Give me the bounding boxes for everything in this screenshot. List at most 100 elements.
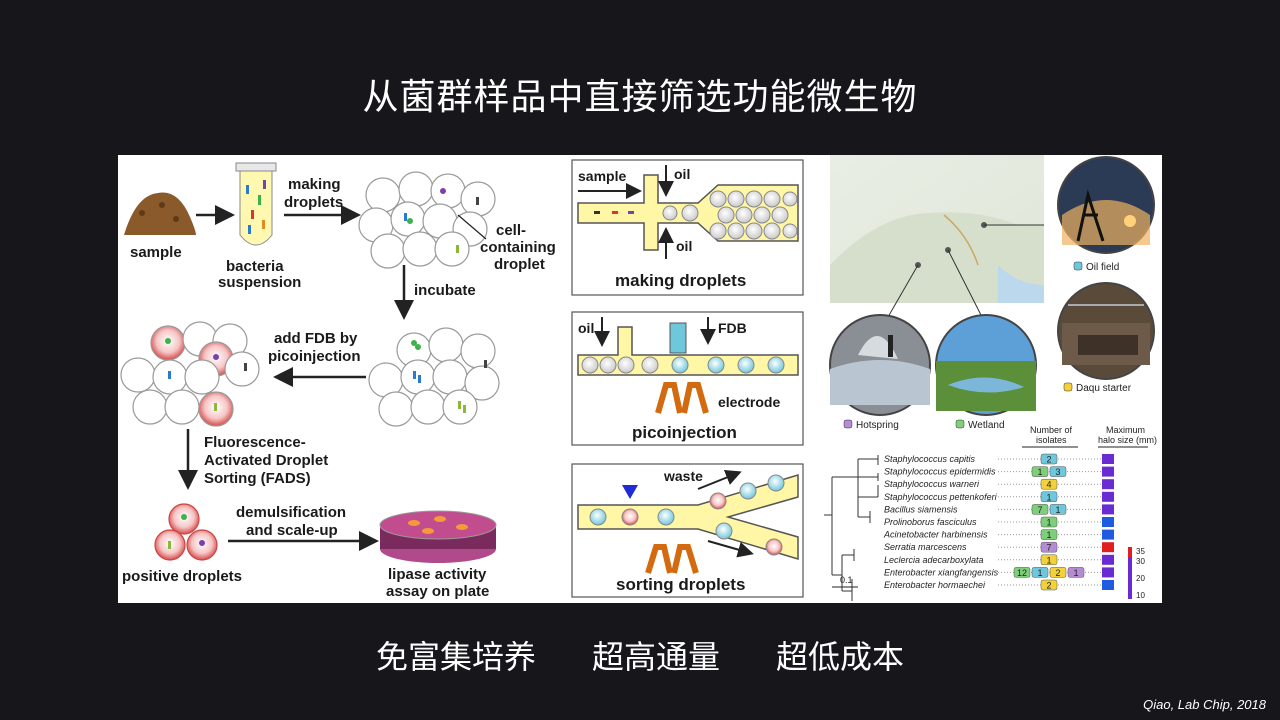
halo-size-box	[1102, 554, 1114, 565]
isolate-count: 1	[1055, 505, 1060, 515]
label-containing: containing	[480, 239, 556, 256]
isolate-count: 1	[1046, 518, 1051, 528]
halo-size-box	[1102, 491, 1114, 502]
daqu-starter-photo	[1057, 282, 1155, 380]
p1-oil-top: oil	[674, 166, 690, 182]
isolate-count: 1	[1037, 568, 1042, 578]
isolate-count-box	[1040, 579, 1058, 591]
label-sample: sample	[130, 244, 182, 261]
citation: Qiao, Lab Chip, 2018	[1143, 697, 1266, 712]
keyword-2: 超高通量	[591, 638, 720, 676]
isolate-count-box	[1040, 554, 1058, 566]
label-lipase: lipase activity	[388, 566, 487, 583]
species-name: Serratia marcescens	[884, 542, 967, 552]
isolate-count-box	[1040, 516, 1058, 528]
isolate-count: 1	[1037, 467, 1042, 477]
positive-droplets	[154, 503, 218, 561]
label-add-fdb: add FDB by	[274, 330, 358, 347]
isolate-count-box	[1040, 541, 1058, 553]
p2-fdb: FDB	[718, 320, 747, 336]
halo-size-box	[1102, 567, 1114, 578]
isolate-count: 12	[1017, 568, 1027, 578]
isolate-count-box	[1013, 567, 1031, 578]
droplet-cluster-1	[358, 171, 496, 269]
p3-waste: waste	[663, 468, 703, 484]
petri-plate-icon	[379, 510, 497, 563]
label-demulsification: demulsification	[236, 504, 346, 521]
p1-caption: making droplets	[615, 271, 746, 290]
species-name: Prolinoborus fasciculus	[884, 517, 977, 527]
label-picoinjection: picoinjection	[268, 348, 361, 365]
species-name: Staphylococcus epidermidis	[884, 467, 996, 477]
halo-size-box	[1102, 454, 1114, 464]
microfluidic-panels: sample oil oil making droplets oil FDB e…	[571, 159, 804, 598]
col-halo-1: Maximum	[1106, 425, 1145, 435]
label-daqu: Daqu starter	[1076, 383, 1132, 394]
species-name: Staphylococcus capitis	[884, 454, 976, 464]
label-fluorescence: Fluorescence-	[204, 434, 306, 451]
species-name: Bacillus siamensis	[884, 504, 958, 514]
halo-size-box	[1102, 542, 1114, 553]
label-cell: cell-	[496, 222, 526, 239]
p2-caption: picoinjection	[632, 423, 737, 442]
label-droplets: droplets	[284, 194, 343, 211]
label-positive: positive droplets	[122, 568, 242, 585]
keyword-3: 超低成本	[776, 638, 905, 676]
isolate-count-box	[1031, 567, 1049, 578]
label-bacteria: bacteria	[226, 258, 284, 275]
soil-sample-icon	[124, 192, 196, 235]
halo-size-box	[1102, 517, 1114, 527]
species-name: Leclercia adecarboxylata	[884, 555, 984, 565]
halo-size-box	[1102, 479, 1114, 490]
isolate-count: 3	[1055, 467, 1060, 477]
col-halo-2: halo size (mm)	[1098, 435, 1157, 445]
isolate-count-box	[1049, 504, 1067, 515]
isolate-count: 4	[1046, 480, 1051, 490]
sampling-map: Oil field Daqu starter Hotspring Wetland	[829, 155, 1155, 431]
label-oil-field: Oil field	[1086, 262, 1119, 273]
phylogenetic-tree: Number of isolates Maximum halo size (mm…	[824, 425, 1157, 601]
isolate-count-box	[1049, 567, 1067, 578]
label-droplet: droplet	[494, 256, 545, 273]
legend-tick-30: 30	[1136, 557, 1145, 566]
p1-oil-bottom: oil	[676, 238, 692, 254]
label-suspension: suspension	[218, 274, 301, 291]
isolate-count: 2	[1046, 581, 1051, 591]
p2-oil: oil	[578, 320, 594, 336]
workflow-diagram: sample bacteria suspension making drople…	[120, 162, 556, 600]
halo-size-box	[1102, 529, 1114, 540]
species-name: Enterobacter xiangfangensis	[884, 567, 999, 577]
isolate-count-box	[1040, 453, 1058, 465]
p3-caption: sorting droplets	[616, 575, 745, 594]
legend-tick-20: 20	[1136, 574, 1145, 583]
isolate-count-box	[1031, 504, 1049, 515]
halo-size-box	[1102, 580, 1114, 590]
species-name: Acinetobacter harbinensis	[883, 530, 988, 540]
isolate-count: 2	[1055, 568, 1060, 578]
figure-graphic: sample bacteria suspension making drople…	[120, 155, 1157, 601]
isolate-count: 1	[1046, 555, 1051, 565]
col-isolates-2: isolates	[1036, 435, 1067, 445]
isolate-count-box	[1040, 478, 1058, 490]
species-name: Staphylococcus warneri	[884, 479, 980, 489]
keyword-row: 免富集培养 超高通量 超低成本	[0, 632, 1280, 678]
legend-tick-10: 10	[1136, 591, 1145, 600]
halo-size-box	[1102, 466, 1114, 477]
label-wetland: Wetland	[968, 420, 1005, 431]
legend-tick-35: 35	[1136, 547, 1145, 556]
label-scale-up: and scale-up	[246, 522, 338, 539]
label-activated: Activated Droplet	[204, 452, 328, 469]
label-assay: assay on plate	[386, 583, 489, 600]
tree-scale: 0.1	[840, 575, 853, 585]
keyword-1: 免富集培养	[375, 638, 536, 676]
isolate-count: 2	[1046, 455, 1051, 465]
p1-sample: sample	[578, 168, 626, 184]
isolate-count-box	[1040, 529, 1058, 540]
label-incubate: incubate	[414, 282, 476, 299]
droplet-cluster-3	[120, 321, 260, 427]
label-making: making	[288, 176, 341, 193]
label-fads: Sorting (FADS)	[204, 470, 311, 487]
col-isolates-1: Number of	[1030, 425, 1073, 435]
isolate-count-box	[1031, 466, 1049, 477]
